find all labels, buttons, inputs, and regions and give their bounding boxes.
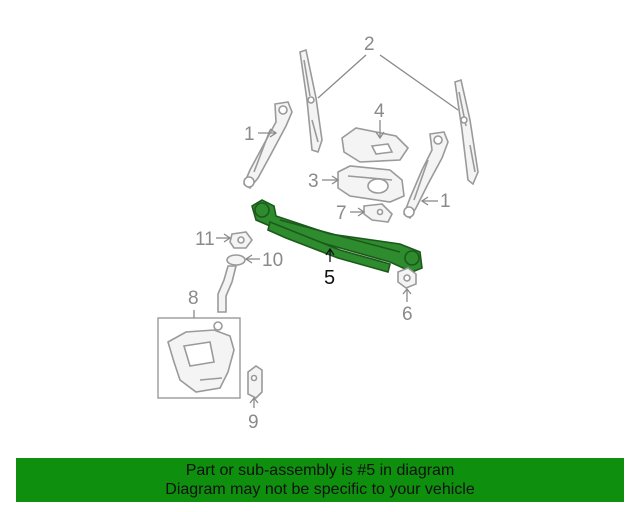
callout-3: 3 (308, 171, 319, 192)
wiper-blade-left[interactable] (299, 48, 323, 154)
callout-8: 8 (188, 288, 199, 309)
callout-11: 11 (195, 229, 215, 250)
washer-reservoir[interactable] (167, 321, 235, 393)
callout-9: 9 (248, 412, 259, 433)
wiper-arm-right[interactable] (403, 131, 449, 220)
callout-5: 5 (324, 267, 335, 289)
pivot-nut[interactable] (397, 267, 417, 289)
wiper-arm-left[interactable] (243, 101, 293, 190)
hose-grommet[interactable] (226, 254, 246, 266)
washer-pump[interactable] (247, 365, 263, 399)
wiper-blade-right[interactable] (454, 78, 479, 186)
callout-2-leader-right (379, 54, 459, 111)
motor-cover[interactable] (341, 127, 410, 163)
callout-10: 10 (262, 250, 283, 271)
callout-1-right: 1 (440, 191, 451, 212)
bracket[interactable] (363, 203, 393, 223)
callout-7: 7 (336, 203, 347, 224)
parts-diagram: 2 1 1 4 3 7 (157, 34, 479, 433)
washer-nozzle[interactable] (229, 231, 253, 249)
callout-6: 6 (402, 304, 413, 325)
callout-1-left: 1 (244, 124, 255, 145)
info-banner: Part or sub-assembly is #5 in diagram Di… (16, 458, 624, 502)
wiper-motor[interactable] (337, 165, 405, 203)
callout-2-leader-left (317, 54, 367, 99)
wiper-linkage[interactable] (251, 199, 423, 273)
callout-2: 2 (364, 34, 375, 55)
filler-neck[interactable] (217, 265, 238, 313)
banner-line-1: Part or sub-assembly is #5 in diagram (185, 462, 455, 479)
callout-4: 4 (374, 101, 385, 122)
banner-line-2: Diagram may not be specific to your vehi… (165, 481, 475, 498)
